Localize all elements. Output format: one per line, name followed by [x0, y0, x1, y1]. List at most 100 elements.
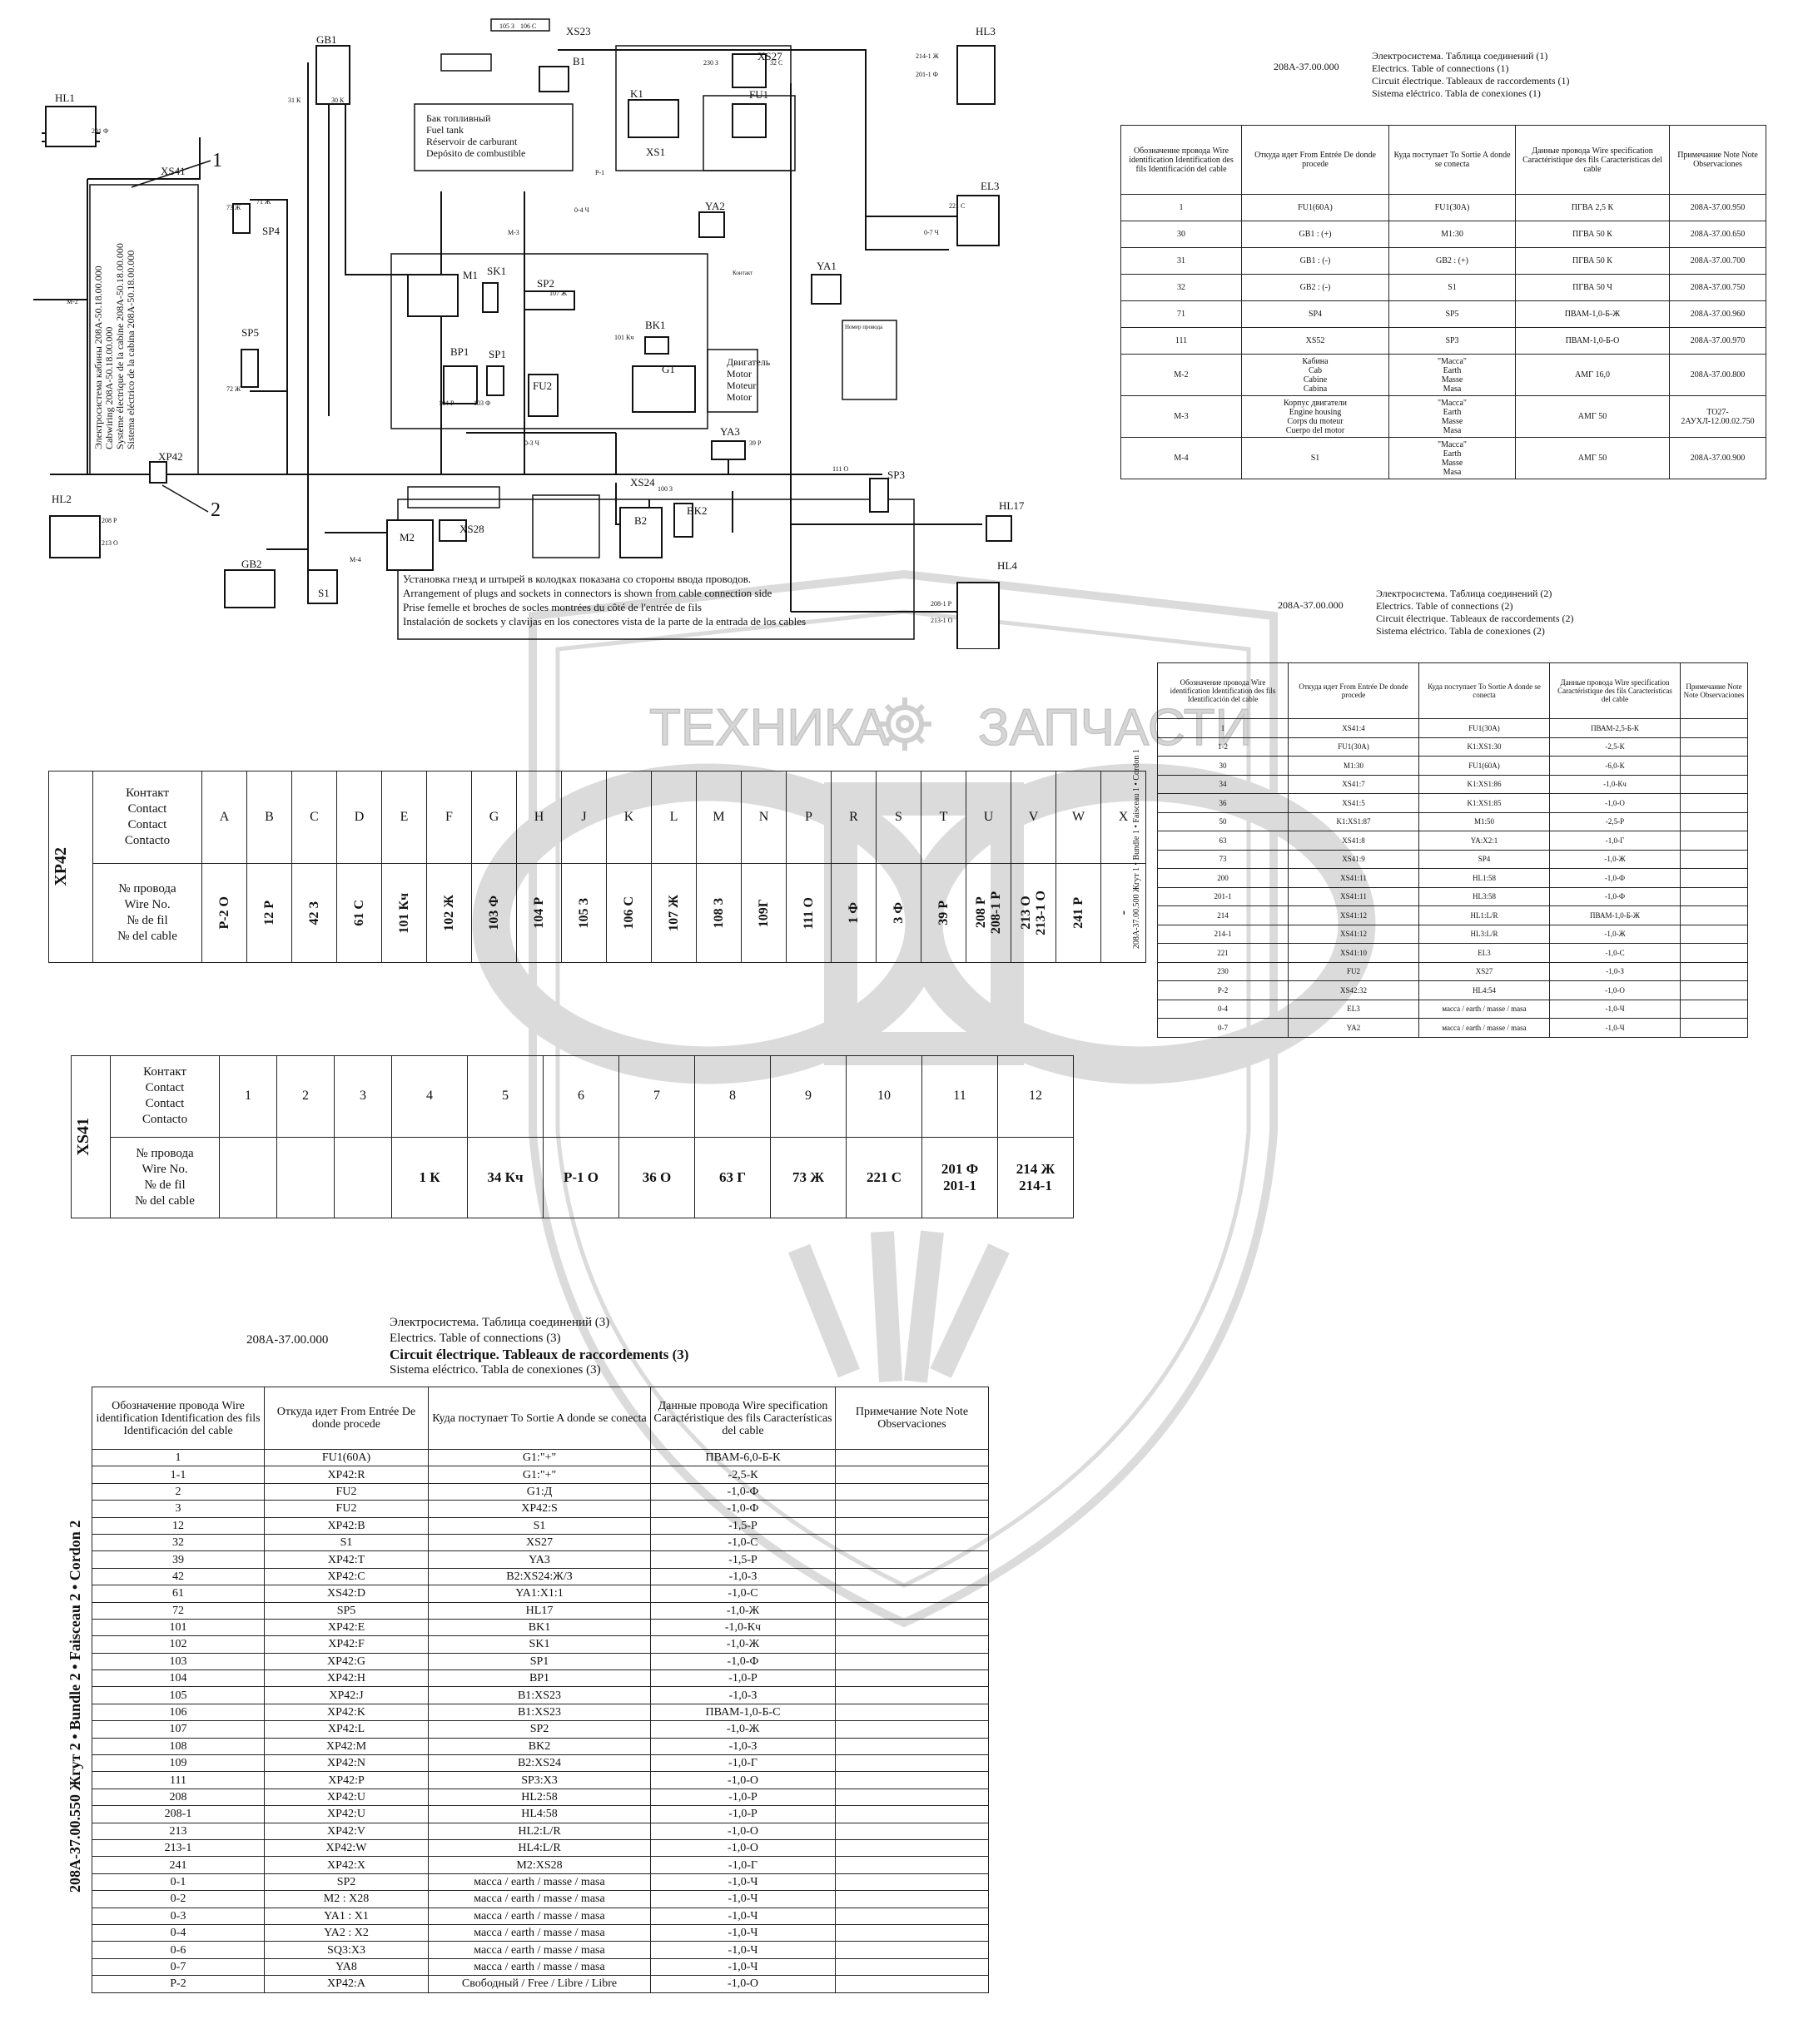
table1-col-from: Откуда идет From Entrée De donde procede — [1241, 125, 1389, 195]
table3-cell: -1,5-Р — [650, 1516, 836, 1535]
table3-cell-note — [835, 1856, 989, 1874]
xs41-wire-label: № провода Wire No. № de fil № del cable — [110, 1136, 220, 1218]
table1-cell: ПВАМ-1,0-Б-О — [1515, 327, 1670, 355]
table2-cell-note — [1680, 831, 1748, 851]
table3-col-note: Примечание Note Note Observaciones — [835, 1387, 989, 1450]
table2-cell: XS41:11 — [1288, 886, 1419, 906]
table3-cell: 102 — [92, 1635, 265, 1654]
wire-208-1: 208-1 Р — [931, 600, 952, 608]
table1-cell: "Масса" Earth Masse Masa — [1388, 437, 1516, 479]
table2-cell: масса / earth / masse / masa — [1418, 999, 1550, 1019]
xp42-contact: M — [696, 771, 742, 864]
xp42-contact-label: Контакт Contact Contact Contacto — [92, 771, 202, 864]
table1-cell: S1 — [1388, 274, 1516, 301]
table3-cell-note — [835, 1923, 989, 1942]
table3-col-to: Куда поступает To Sortie A donde se cone… — [428, 1387, 651, 1450]
wire-104: 104 Р — [439, 399, 454, 407]
table3-cell: -1,0-О — [650, 1822, 836, 1840]
table3-cell: -1,5-Р — [650, 1550, 836, 1569]
table3-cell: -1,0-Ч — [650, 1890, 836, 1908]
xp42-contact: B — [246, 771, 292, 864]
xp42-wire: 241 Р — [1055, 863, 1101, 963]
table3-cell-note — [835, 1516, 989, 1535]
label-xs28: XS28 — [459, 523, 484, 535]
wire-0-4: 0-4 Ч — [574, 206, 589, 214]
table1-cell: 208А-37.00.650 — [1669, 221, 1766, 248]
table1-cell: АМГ 50 — [1515, 437, 1670, 479]
table3-cell: XP42:N — [264, 1754, 429, 1773]
table3-cell: 208-1 — [92, 1805, 265, 1823]
hl3-lamp-icon — [956, 45, 996, 105]
xs41-wire — [276, 1136, 335, 1218]
table3-cell: BP1 — [428, 1669, 651, 1688]
table3-col-from: Откуда идет From Entrée De donde procede — [264, 1387, 429, 1450]
wire-32: 32 С — [770, 59, 782, 67]
table1-cell: 32 — [1120, 274, 1242, 301]
wire-107: 107 Ж — [549, 290, 568, 297]
table3: Обозначение провода Wire identification … — [92, 1387, 989, 1993]
table3-cell: -1,0-З — [650, 1737, 836, 1756]
xp42-wire: 1 Ф — [831, 863, 877, 963]
table3-cell: XP42:K — [264, 1703, 429, 1722]
table3-cell: -1,0-З — [650, 1567, 836, 1586]
table3-cell: 2 — [92, 1482, 265, 1501]
table1-code: 208А-37.00.000 — [1274, 61, 1339, 72]
table3-cell-note — [835, 1941, 989, 1959]
table3-cell: SP1 — [428, 1652, 651, 1671]
table2-cell: ПВАМ-2,5-Б-К — [1549, 718, 1681, 738]
table2-code: 208А-37.00.000 — [1278, 599, 1344, 611]
xp42-contact: D — [336, 771, 382, 864]
wire-230: 230 З — [703, 59, 718, 67]
table3-cell: BK1 — [428, 1618, 651, 1637]
xp42-wire: - — [1100, 863, 1146, 963]
xp42-contact: C — [291, 771, 337, 864]
table3-cell: -1,0-Ч — [650, 1907, 836, 1925]
table3-cell: -1,0-Р — [650, 1788, 836, 1807]
table2-cell: FU1(30A) — [1288, 737, 1419, 757]
table3-cell: 1-1 — [92, 1466, 265, 1484]
table3-cell: -1,0-Ч — [650, 1923, 836, 1942]
label-bk2: BK2 — [687, 504, 708, 517]
watermark-left: ТЕХНИКА — [649, 699, 889, 757]
table1-header: Обозначение провода Wire identification … — [1120, 125, 1766, 195]
table3-cell-note — [835, 1635, 989, 1654]
xs41-contact: 4 — [391, 1055, 468, 1138]
table2-cell: -1,0-О — [1549, 793, 1681, 813]
wire-39: 39 Р — [749, 439, 762, 447]
table2-col-note: Примечание Note Note Observaciones — [1680, 662, 1748, 719]
table1-cell: ПГВА 50 Ч — [1515, 274, 1670, 301]
label-ya2: YA2 — [705, 200, 725, 212]
label-xs27: XS27 — [757, 50, 782, 62]
xp42-wire: 61 С — [336, 863, 382, 963]
table3-cell: 0-7 — [92, 1957, 265, 1977]
xp42-name: XP42 — [52, 847, 70, 886]
wire-72: 72 Ж — [226, 385, 241, 393]
table2-cell-note — [1680, 737, 1748, 757]
table2-cell: HL3:L/R — [1418, 924, 1550, 944]
table1-cell: GB1 : (-) — [1241, 247, 1389, 275]
table1-cell: ПВАМ-1,0-Б-Ж — [1515, 300, 1670, 328]
table2-cell: 200 — [1157, 868, 1289, 888]
table2-cell-note — [1680, 718, 1748, 738]
table2-cell-note — [1680, 756, 1748, 776]
table2-cell: 1-2 — [1157, 737, 1289, 757]
wire-221: 221 С — [949, 202, 965, 210]
nomer-header-ya1: Номер провода — [845, 324, 883, 330]
table3-cell: 106 — [92, 1703, 265, 1722]
wire-m3: М-3 — [508, 229, 519, 236]
table3-cell: XP42:L — [264, 1720, 429, 1739]
table3-cell: B1:XS23 — [428, 1686, 651, 1704]
label-xs41: XS41 — [161, 165, 186, 177]
xs41-name: XS41 — [74, 1118, 92, 1156]
wire-214-1: 214-1 Ж — [916, 52, 940, 60]
table2-cell-note — [1680, 943, 1748, 963]
table3-cell: 104 — [92, 1669, 265, 1688]
xp42-wire: 108 З — [696, 863, 742, 963]
xp42-wire: 107 Ж — [651, 863, 697, 963]
